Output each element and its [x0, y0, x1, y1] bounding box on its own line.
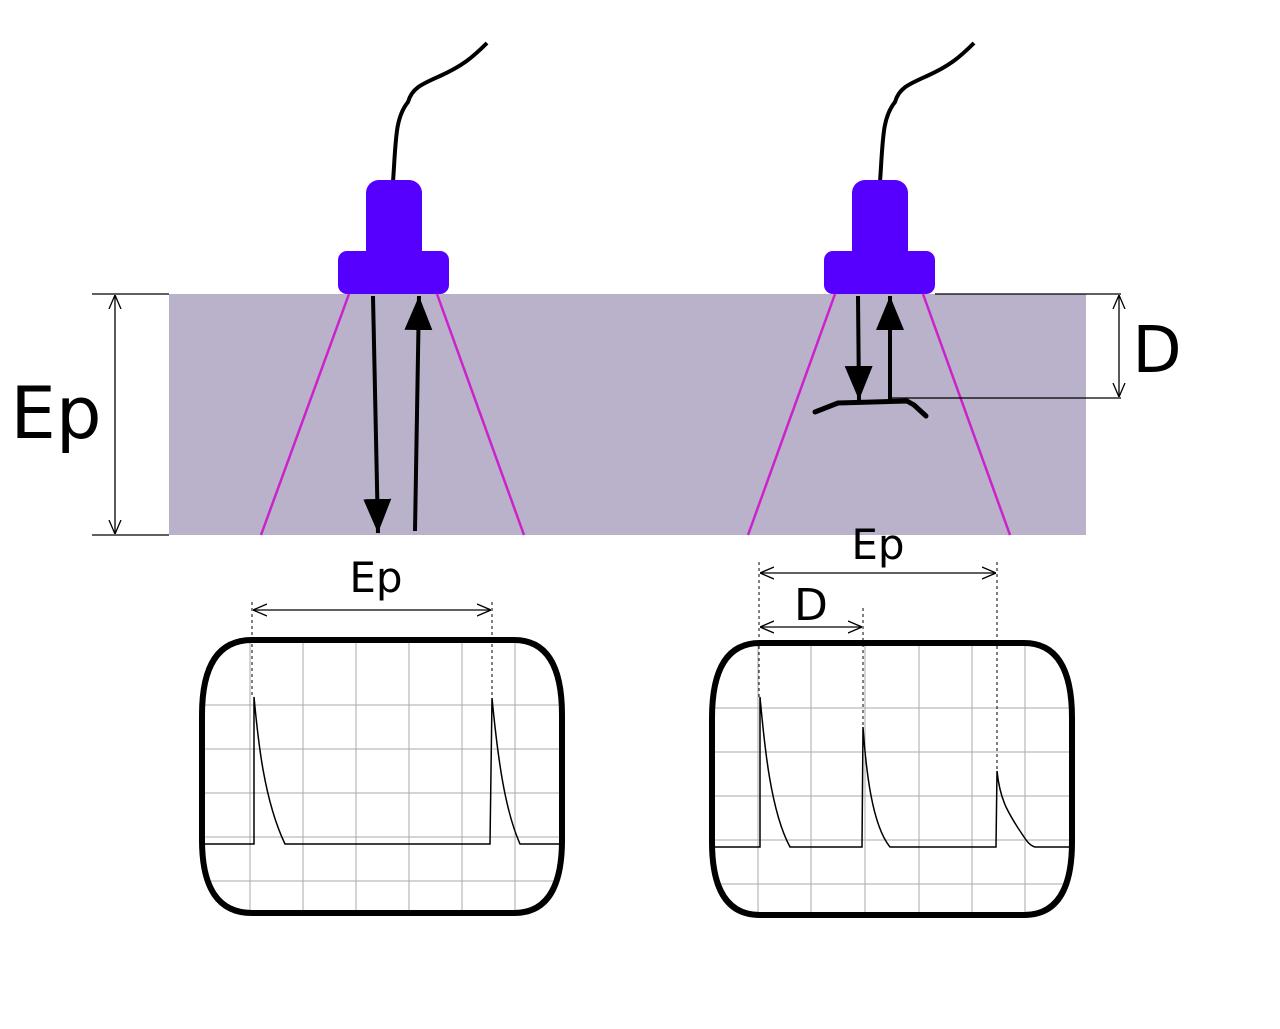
screen-grid-right [712, 643, 1072, 915]
beam-edge-left-b [435, 293, 526, 536]
probe-right [824, 41, 976, 294]
defect-crack [812, 398, 929, 419]
probe-cable-left [391, 41, 489, 183]
probe-cable-right [878, 41, 976, 183]
pulse-down-arrow-right [844, 295, 873, 401]
pulse-down-arrow-left [363, 295, 392, 534]
depth-label-side: D [1132, 314, 1181, 388]
beam-edge-right-a [746, 293, 837, 536]
probe-body-left [366, 180, 422, 266]
echo-up-arrow-left [404, 295, 433, 532]
screen2-depth-label: D [794, 580, 828, 631]
material-block [169, 294, 1086, 535]
screen-trace-right [712, 696, 1072, 848]
screen-frame-left [199, 637, 565, 916]
screen-frame-right [709, 640, 1075, 918]
screen1-thickness-label: Ep [349, 553, 402, 602]
oscilloscope-screen-right [709, 640, 1075, 918]
probe-body-right [852, 180, 908, 266]
screen2-thickness-label: Ep [851, 520, 904, 569]
probe-left [338, 41, 489, 294]
thickness-label-side: Ep [10, 371, 101, 455]
screen-grid-left [202, 640, 562, 913]
probe-base-left [338, 251, 449, 294]
oscilloscope-screen-left [199, 637, 565, 916]
probe-base-right [824, 251, 935, 294]
screen-trace-left [202, 696, 562, 845]
beam-edge-right-b [921, 293, 1012, 536]
beam-edge-left-a [259, 293, 351, 536]
